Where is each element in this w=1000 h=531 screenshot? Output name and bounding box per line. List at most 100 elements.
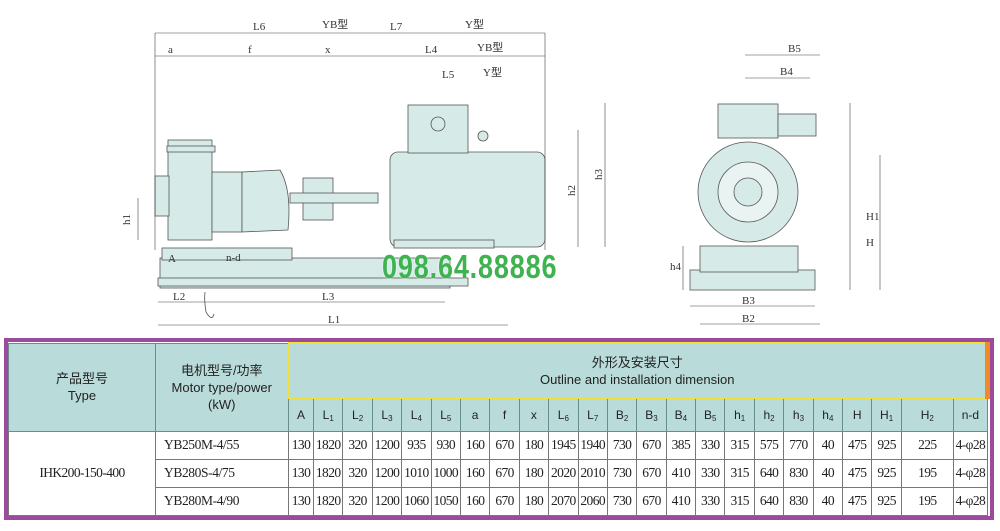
label-H: H: [866, 237, 874, 249]
dimension-cell-n-d: 4-φ28: [952, 458, 989, 488]
dimension-cell-b2: 730: [606, 486, 638, 517]
dimension-cell-b2: 730: [606, 430, 638, 460]
dimension-cell-h1: 315: [724, 458, 755, 488]
dimension-cell-h2: 195: [900, 458, 954, 488]
motor-type-cell: YB250M-4/55: [155, 430, 289, 460]
dimension-lines: [137, 32, 881, 326]
label-h1: h1: [121, 214, 133, 225]
motor-body: [389, 151, 546, 248]
label-B2: B2: [742, 313, 755, 325]
dimension-cell-l6: 1945: [548, 430, 579, 460]
bearing-housing: [241, 169, 290, 233]
label-x: x: [325, 44, 331, 56]
dimension-cell-f: 670: [489, 458, 520, 488]
column-header-l6: L6: [548, 397, 579, 432]
column-header-l3: L3: [371, 397, 403, 432]
label-L1: L1: [328, 314, 340, 326]
dimension-cell-b5: 330: [695, 458, 726, 488]
dimension-cell-x: 180: [518, 486, 550, 517]
dimension-cell-l5: 1000: [430, 458, 461, 488]
column-header-a: A: [288, 397, 314, 432]
dimension-cell-l7: 2010: [577, 458, 608, 488]
dimension-cell-l7: 1940: [577, 430, 608, 460]
label-h3: h3: [593, 169, 605, 181]
dimension-cell-l7: 2060: [577, 486, 608, 517]
column-header-l2: L2: [342, 397, 373, 432]
dimension-cell-l4: 935: [401, 430, 432, 460]
header-type-en: Type: [67, 388, 97, 403]
dimension-cell-h1: 925: [871, 430, 902, 460]
dimension-cell-b5: 330: [695, 430, 726, 460]
dimension-cell-h3: 830: [783, 486, 814, 517]
dimension-cell-b3: 670: [636, 430, 667, 460]
dimension-cell-a: 160: [459, 430, 491, 460]
label-Y-mid: Y型: [483, 65, 502, 79]
dimension-table: 产品型号 Type 电机型号/功率 Motor type/power (kW) …: [4, 338, 994, 520]
dimension-cell-h: 475: [842, 458, 873, 488]
dimension-cell-a: 160: [459, 458, 491, 488]
dimension-cell-x: 180: [518, 430, 550, 460]
header-motor-unit: (kW): [208, 396, 236, 412]
dimension-cell-h2: 195: [900, 486, 954, 517]
motor-type-cell: YB280M-4/90: [155, 486, 289, 517]
header-dimension-cn: 外形及安装尺寸: [591, 354, 683, 370]
label-B3: B3: [742, 295, 755, 307]
hook: [204, 291, 215, 318]
header-motor-en: Motor type/power: [171, 379, 272, 395]
dimension-cell-l5: 1050: [430, 486, 461, 517]
base-plate: [157, 277, 469, 287]
label-YB-top: YB型: [322, 17, 348, 31]
label-L6: L6: [253, 21, 266, 33]
phone-watermark: 098.64.88886: [382, 248, 558, 285]
column-header-b4: B4: [665, 397, 697, 432]
label-L7: L7: [390, 21, 403, 33]
column-header-b2: B2: [606, 397, 638, 432]
column-header-a: a: [459, 397, 491, 432]
dimension-cell-f: 670: [489, 430, 520, 460]
dimension-cell-h2: 640: [753, 486, 785, 517]
dimension-cell-b3: 670: [636, 458, 667, 488]
label-n-d: n-d: [226, 252, 241, 264]
dimension-cell-a: 130: [288, 458, 314, 488]
column-header-h1: H1: [871, 397, 902, 432]
dimension-cell-l1: 1820: [312, 458, 344, 488]
dimension-cell-h1: 925: [871, 486, 902, 517]
dimension-cell-h2: 640: [753, 458, 785, 488]
end-base: [689, 269, 816, 291]
dimension-cell-n-d: 4-φ28: [952, 430, 989, 460]
column-header-h4: h4: [812, 397, 844, 432]
dimension-cell-l5: 930: [430, 430, 461, 460]
dimension-cell-n-d: 4-φ28: [952, 486, 989, 517]
label-B4: B4: [780, 66, 793, 78]
dimension-cell-l4: 1060: [401, 486, 432, 517]
column-header-h2: h2: [753, 397, 785, 432]
label-B5: B5: [788, 43, 801, 55]
dimension-cell-l3: 1200: [371, 458, 403, 488]
dimension-cell-h1: 315: [724, 430, 755, 460]
product-type-cell: IHK200-150-400: [8, 430, 156, 516]
column-header-n-d: n-d: [952, 397, 989, 432]
header-dimension: 外形及安装尺寸 Outline and installation dimensi…: [287, 342, 990, 399]
dimension-cell-h3: 770: [783, 430, 814, 460]
dimension-cell-h3: 830: [783, 458, 814, 488]
header-motor-cn: 电机型号/功率: [180, 362, 263, 378]
motor-type-cell: YB280S-4/75: [155, 458, 289, 488]
shaft-coupling: [289, 192, 379, 204]
dimension-cell-b4: 385: [665, 430, 697, 460]
label-A: A: [168, 253, 176, 265]
label-L4: L4: [425, 44, 438, 56]
dimension-cell-a: 130: [288, 486, 314, 517]
dimension-cell-b3: 670: [636, 486, 667, 517]
dimension-cell-b4: 410: [665, 458, 697, 488]
dimension-cell-l2: 320: [342, 430, 373, 460]
label-L2: L2: [173, 291, 185, 303]
column-header-l7: L7: [577, 397, 608, 432]
column-header-x: x: [518, 397, 550, 432]
column-header-l5: L5: [430, 397, 461, 432]
label-h4: h4: [670, 261, 682, 273]
dimension-cell-h1: 925: [871, 458, 902, 488]
header-type: 产品型号 Type: [8, 342, 156, 432]
